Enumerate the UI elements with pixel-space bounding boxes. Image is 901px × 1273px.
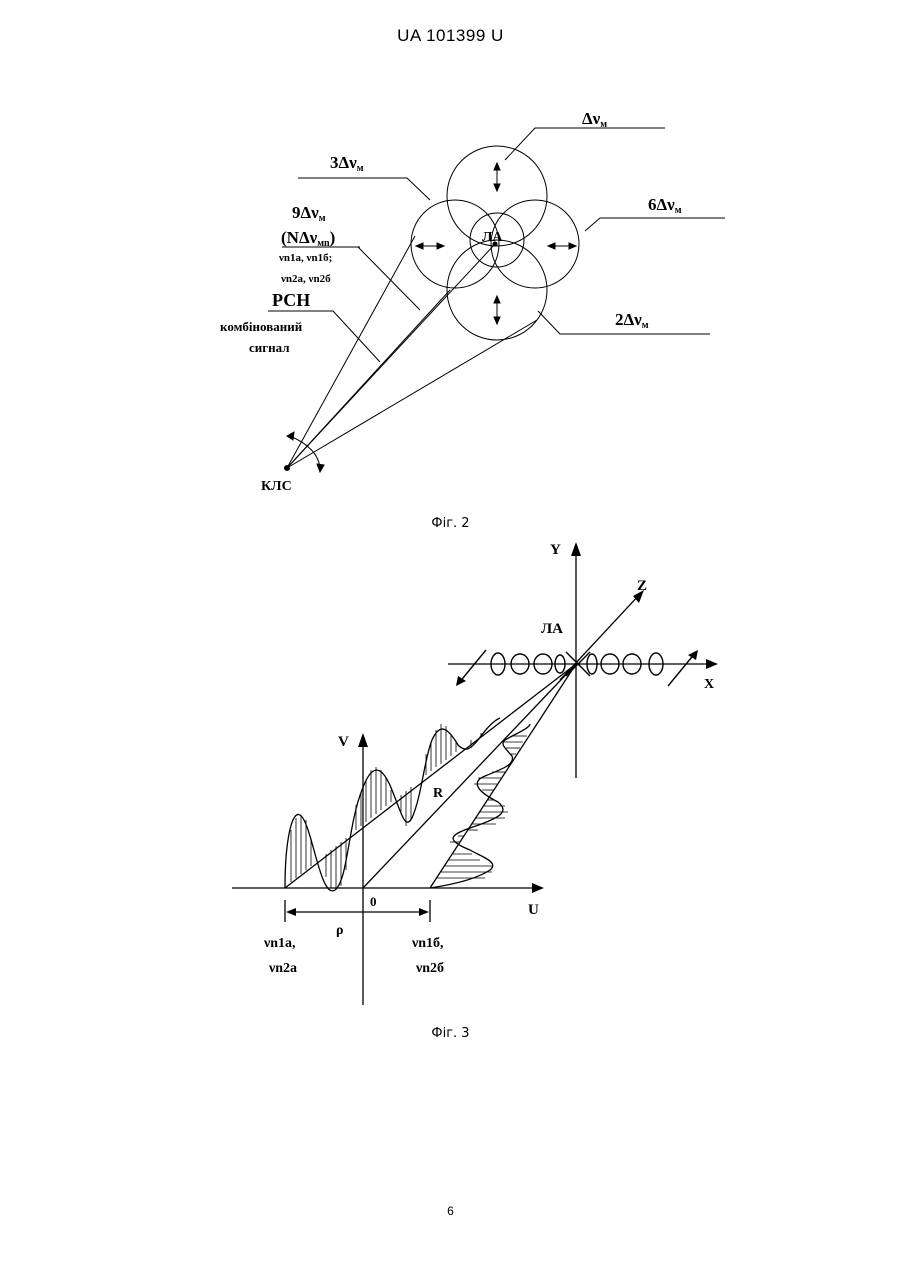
leader-6dnu — [585, 218, 725, 231]
label-9dnu: 9Δνм — [292, 203, 326, 224]
kls-point — [285, 466, 290, 471]
line-left — [285, 664, 576, 888]
label-2dnu: 2Δνм — [615, 310, 649, 331]
wave-right — [430, 724, 530, 888]
label-nu-right-2: νn2б — [415, 961, 444, 976]
arrowhead-v — [358, 733, 368, 747]
label-nu-left-2: νn2a — [268, 961, 297, 976]
arrowhead-rho-left — [286, 908, 296, 916]
ray-3 — [287, 290, 450, 468]
line-right — [430, 664, 576, 888]
label-ndnu: (NΔνмn) — [281, 228, 335, 249]
arc-arrow-bottom — [317, 464, 324, 472]
polarization-ellipses — [458, 650, 696, 686]
label-axis-u: U — [528, 902, 539, 918]
circle-right — [491, 200, 579, 288]
label-combined-1: комбінований — [220, 319, 303, 334]
ray-1 — [287, 236, 415, 468]
label-rho: ρ — [336, 923, 344, 938]
label-r: R — [433, 786, 444, 801]
arrowhead-u — [532, 883, 544, 893]
figure-2-caption: Фіг. 2 — [0, 516, 901, 531]
label-nu-line1: νn1a, νn1б; — [278, 252, 332, 264]
label-kls: КЛС — [261, 479, 292, 494]
label-rsn: РСН — [272, 290, 310, 310]
label-zero: 0 — [370, 894, 377, 909]
label-axis-y: Y — [550, 542, 561, 558]
label-nu-line2: νn2a, νn2б — [280, 273, 331, 285]
label-nu-right-1: νn1б, — [411, 936, 444, 951]
figure-3-caption: Фіг. 3 — [0, 1026, 901, 1041]
label-la: ЛА — [541, 621, 563, 637]
label-axis-v: V — [338, 734, 349, 750]
figure-3-diagram: Y Z X ЛА V U R 0 ρ νn1a, νn2a νn1б, νn2б — [0, 530, 901, 1020]
leader-dnu — [505, 128, 665, 160]
label-6dnu: 6Δνм — [648, 195, 682, 216]
page-number: 6 — [0, 1204, 901, 1218]
leader-9dnu — [358, 247, 420, 310]
label-dnu: Δνм — [582, 109, 607, 130]
arrowhead-x — [706, 659, 718, 669]
figure-2-diagram: Δνм 3Δνм 6Δνм 2Δνм 9Δνм (NΔνмn) νn1a, νn… — [0, 0, 901, 520]
label-la: ЛА — [482, 230, 503, 245]
line-center — [363, 664, 576, 888]
ray-4 — [287, 320, 537, 468]
leader-3dnu — [298, 178, 430, 200]
label-nu-left-1: νn1a, — [263, 936, 296, 951]
label-combined-2: сигнал — [249, 340, 290, 355]
label-axis-x: X — [704, 677, 714, 692]
arc-arrow-top — [287, 432, 294, 440]
label-3dnu: 3Δνм — [330, 153, 364, 174]
arrowhead-rho-right — [419, 908, 429, 916]
arrowhead-y — [571, 542, 581, 556]
label-axis-z: Z — [637, 578, 647, 594]
